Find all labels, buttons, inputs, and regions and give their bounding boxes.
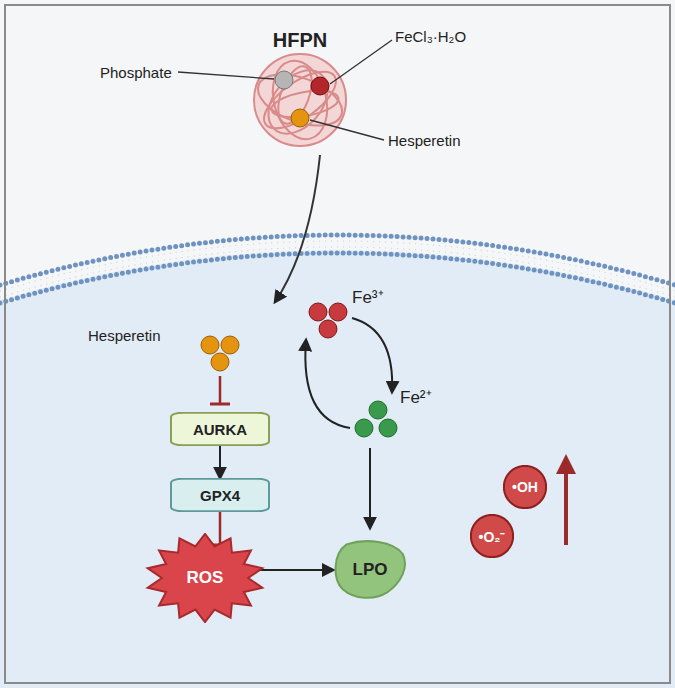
node-text: ROS: [187, 568, 224, 588]
ros-burst: ROS: [145, 533, 265, 623]
lpo-blob: LPO: [331, 538, 409, 602]
connector: [255, 570, 333, 571]
node-text: AURKA: [193, 421, 247, 438]
cell-interior: [0, 250, 675, 688]
nanoparticle-name: HFPN: [273, 29, 327, 52]
component-label: Phosphate: [100, 64, 172, 81]
node-text: •OH: [512, 479, 538, 495]
node-text: GPX4: [200, 487, 240, 504]
drug-label: Hesperetin: [88, 327, 161, 344]
nanoparticle: [251, 54, 349, 146]
node-text: •O₂⁻: [478, 527, 505, 546]
radical-circle: •OH: [503, 465, 547, 509]
connector: [220, 446, 221, 478]
radical-circle: •O₂⁻: [470, 514, 514, 558]
ion-label: Fe²⁺: [400, 385, 432, 408]
protein-box: GPX4: [170, 478, 270, 512]
component-label: Hesperetin: [388, 132, 461, 149]
component-label: FeCl₃·H₂O: [395, 28, 466, 45]
protein-box: AURKA: [170, 412, 270, 446]
ion-label: Fe³⁺: [352, 285, 384, 308]
node-text: LPO: [353, 560, 388, 580]
